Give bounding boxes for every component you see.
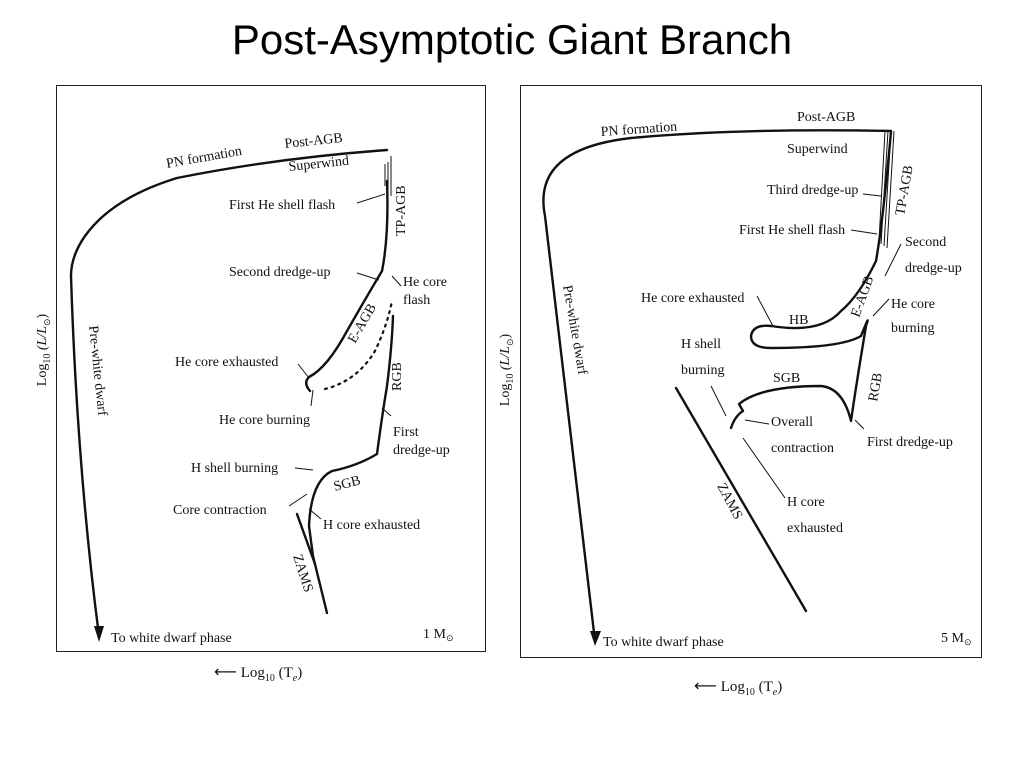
label-second-dredge-up: Second dredge-up [229, 265, 330, 280]
track-zams-line [674, 386, 808, 613]
label-core-contraction: Core contraction [173, 503, 267, 518]
track-1-msun-svg: PN formation Post-AGB Superwind TP-AGB F… [69, 131, 454, 646]
label-hb: HB [789, 313, 808, 328]
label-first-he-shell-flash-5: First He shell flash [739, 223, 845, 238]
label-post-agb: Post-AGB [284, 131, 344, 152]
label-zams: ZAMS [289, 553, 315, 595]
label-first-he-shell-flash: First He shell flash [229, 198, 335, 213]
x-axis-label-right: ⟵ Log10 (Te) [694, 676, 783, 698]
track-5-msun-svg: PN formation Post-AGB Superwind Third dr… [542, 110, 972, 650]
label-mass-5: 5 M⊙ [941, 631, 972, 647]
leader-core-contraction [288, 493, 308, 507]
hr-diagram-5-msun: PN formation Post-AGB Superwind Third dr… [520, 85, 982, 658]
label-second-dredge-up-5a: Second [905, 235, 946, 250]
leader-first-he-shell-flash-5 [850, 229, 878, 235]
leader-first-he-shell-flash [356, 193, 386, 204]
y-axis-label-left: Log10 (L/L⊙) [35, 313, 53, 387]
label-he-core-flash-1: He core [403, 275, 447, 290]
label-h-core-exhausted-5b: exhausted [787, 521, 843, 536]
track-post-agb-5msun [542, 129, 893, 643]
label-first-dredge-up-1: First [393, 425, 419, 440]
label-first-dredge-up-2: dredge-up [393, 443, 450, 458]
label-h-shell-burning: H shell burning [191, 461, 278, 476]
track-main-sequence-to-rgb [307, 314, 395, 615]
label-tp-agb: TP-AGB [394, 185, 409, 236]
label-third-dredge-up: Third dredge-up [767, 183, 858, 198]
leader-h-shell-burning-5 [710, 385, 727, 417]
leader-overall-contraction [744, 419, 770, 425]
label-to-white-dwarf: To white dwarf phase [111, 631, 232, 646]
leader-he-core-exhausted [297, 363, 310, 379]
label-he-core-burning-5b: burning [891, 321, 935, 336]
label-pre-white-dwarf: Pre-white dwarf [85, 325, 109, 417]
left-arrow-icon: ⟵ [214, 662, 237, 681]
label-h-core-exhausted-5a: H core [787, 495, 825, 510]
leader-he-core-burning [310, 389, 314, 407]
label-second-dredge-up-5b: dredge-up [905, 261, 962, 276]
label-zams-5: ZAMS [713, 481, 745, 522]
label-sgb: SGB [332, 473, 362, 495]
leader-h-core-exhausted [308, 508, 322, 520]
x-axis-label-left: ⟵ Log10 (Te) [214, 662, 303, 684]
label-tp-agb-5: TP-AGB [893, 164, 917, 216]
label-he-core-burning: He core burning [219, 413, 310, 428]
label-pre-white-dwarf-5: Pre-white dwarf [559, 284, 590, 376]
left-arrow-icon: ⟵ [694, 676, 717, 695]
arrowhead-white-dwarf-5msun [590, 631, 601, 646]
leader-he-core-exhausted-5 [756, 295, 774, 327]
track-main-5msun [729, 130, 893, 430]
label-he-core-exhausted-5: He core exhausted [641, 291, 744, 306]
leader-first-dredge-up-5 [854, 419, 865, 430]
label-h-shell-burning-5b: burning [681, 363, 725, 378]
y-axis-label-right: Log10 (L/L⊙) [498, 333, 516, 407]
leader-h-shell-burning [294, 467, 314, 471]
label-overall-contraction-5b: contraction [771, 441, 834, 456]
label-to-white-dwarf-5: To white dwarf phase [603, 635, 724, 650]
leader-he-core-flash [391, 275, 402, 287]
label-pn-formation-5: PN formation [600, 120, 677, 140]
label-he-core-burning-5a: He core [891, 297, 935, 312]
label-post-agb-5: Post-AGB [797, 110, 855, 125]
label-h-core-exhausted: H core exhausted [323, 518, 420, 533]
label-he-core-flash-2: flash [403, 293, 430, 308]
leader-third-dredge-up [862, 193, 882, 197]
hr-diagram-1-msun: PN formation Post-AGB Superwind TP-AGB F… [56, 85, 486, 652]
label-superwind: Superwind [288, 154, 350, 175]
arrowhead-white-dwarf [94, 626, 104, 642]
label-first-dredge-up-5: First dredge-up [867, 435, 953, 450]
label-superwind-5: Superwind [787, 142, 848, 157]
label-h-shell-burning-5a: H shell [681, 337, 721, 352]
tp-agb-pulses [384, 156, 392, 196]
track-zams-segment [295, 512, 317, 566]
tp-agb-pulses-5msun [878, 130, 895, 249]
leader-h-core-exhausted-5 [742, 437, 786, 499]
label-sgb-5: SGB [773, 371, 800, 386]
leader-second-dredge-up-5 [884, 243, 902, 277]
track-post-agb [69, 148, 389, 638]
slide-title: Post-Asymptotic Giant Branch [231, 16, 793, 63]
label-rgb: RGB [390, 362, 405, 391]
label-e-agb-5: E-AGB [849, 274, 878, 319]
leader-first-dredge-up [381, 407, 392, 417]
track-horizontal-branch-e-agb [305, 179, 389, 393]
leader-he-core-burning-5 [872, 298, 890, 317]
label-mass-1: 1 M⊙ [423, 627, 454, 643]
label-overall-contraction-5a: Overall [771, 415, 813, 430]
leader-second-dredge-up [356, 272, 380, 281]
he-flash-dotted-path [323, 299, 394, 391]
label-rgb-5: RGB [866, 372, 886, 403]
label-he-core-exhausted: He core exhausted [175, 355, 278, 370]
